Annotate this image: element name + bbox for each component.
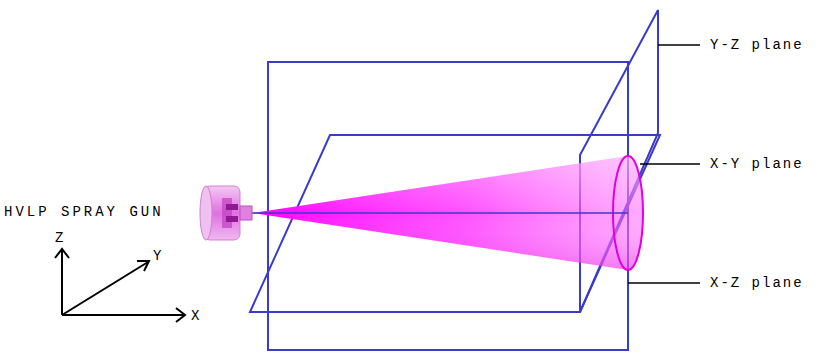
spray-cone bbox=[252, 156, 643, 270]
plane-label: X-Y plane bbox=[710, 156, 804, 172]
axes bbox=[55, 249, 185, 322]
leader-lines bbox=[628, 45, 700, 283]
xy-plane bbox=[250, 135, 660, 312]
plane-label: Y-Z plane bbox=[710, 37, 804, 53]
plane-label: X-Z plane bbox=[710, 275, 804, 291]
axis-label: Y bbox=[153, 248, 161, 264]
part-label: HVLP SPRAY GUN bbox=[4, 204, 164, 220]
cone-shading bbox=[252, 156, 643, 270]
axis-label: Z bbox=[55, 230, 63, 246]
spray-gun bbox=[200, 186, 252, 240]
axis-label: X bbox=[191, 308, 199, 324]
x-axis-line bbox=[252, 212, 628, 214]
